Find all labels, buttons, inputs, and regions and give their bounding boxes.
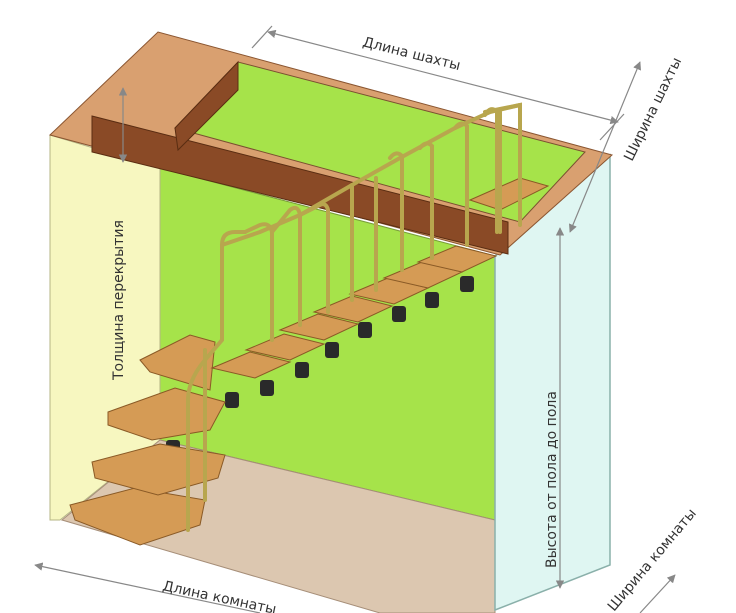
floor-height-label: Высота от пола до пола [544, 391, 560, 568]
staircase [69, 102, 550, 546]
slab-thickness-label: Толщина перекрытия [111, 220, 127, 381]
room-width-label: Ширина комнаты [605, 506, 700, 613]
shaft-length-line [267, 29, 619, 125]
room-length-label: Длина комнаты [161, 578, 278, 613]
slab-beam-side [174, 60, 239, 152]
room-length-line [34, 562, 261, 613]
shaft-width-line [568, 61, 642, 233]
dimension-lines [34, 25, 676, 613]
shaft-length-label: Длина шахты [361, 34, 462, 74]
stair-treads [69, 177, 550, 546]
room-width-line [639, 574, 676, 613]
shaft-width-label: Ширина шахты [621, 55, 685, 164]
